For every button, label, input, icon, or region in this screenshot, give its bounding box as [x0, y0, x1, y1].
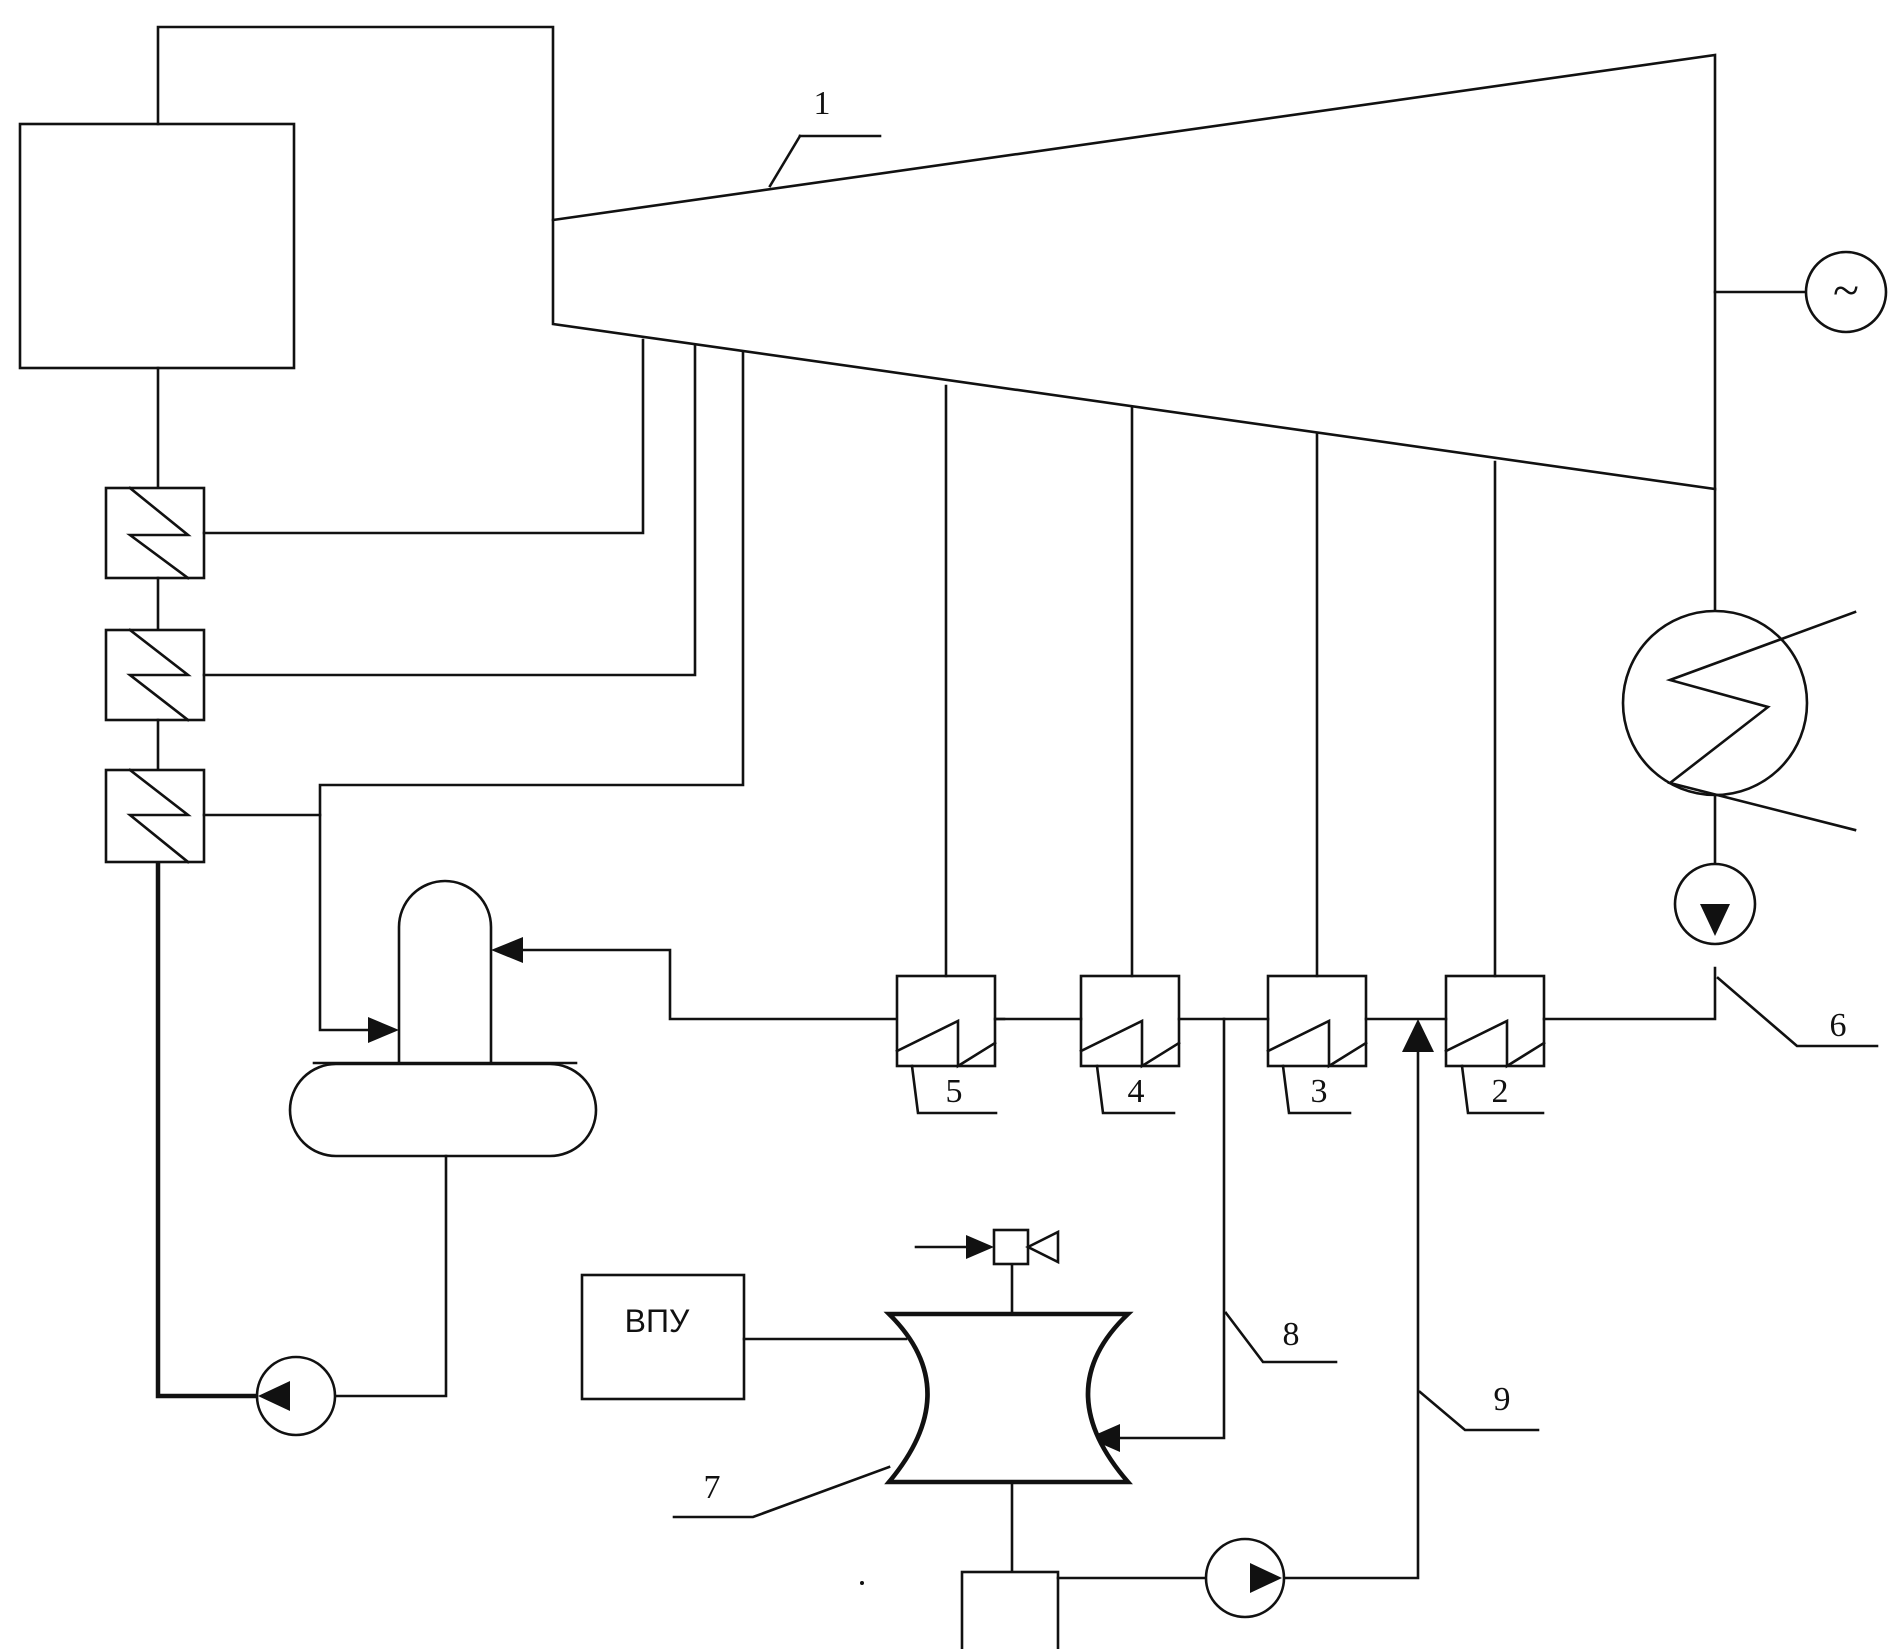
- hp-heater-top: [106, 488, 204, 578]
- treatment-tank: [889, 1314, 1128, 1482]
- condensate-line-pump-2: [1544, 968, 1715, 1019]
- feed-pump-discharge: [158, 862, 256, 1396]
- line-9: [1279, 1052, 1418, 1578]
- line-8-leader: [1226, 1313, 1336, 1362]
- label-heater-3: 3: [1311, 1073, 1328, 1110]
- lp-heater-4: [1081, 976, 1179, 1066]
- boiler: [20, 124, 294, 368]
- label-line-8: 8: [1283, 1316, 1300, 1353]
- feed-pump-suction: [335, 1156, 446, 1396]
- label-turbine: 1: [814, 85, 831, 122]
- deaerator-inlet-arrow: [491, 937, 523, 963]
- turbine-label-leader: [770, 136, 800, 186]
- deaerator-column: [399, 881, 491, 1063]
- label-treatment-tank: 7: [704, 1469, 721, 1506]
- label-condensate-pump: 6: [1830, 1007, 1847, 1044]
- pump-6-leader: [1718, 978, 1877, 1046]
- lp-heater-2: [1446, 976, 1544, 1066]
- deaerator-steam-line: [320, 352, 743, 1030]
- tank-valve-box: [994, 1230, 1028, 1264]
- turbine: [553, 55, 1715, 489]
- tank-vent-nozzle: [1028, 1232, 1058, 1262]
- makeup-storage-box: [962, 1572, 1058, 1649]
- speck: [860, 1581, 864, 1585]
- label-wtp: ВПУ: [625, 1303, 690, 1339]
- lp-heater-3: [1268, 976, 1366, 1066]
- deaerator-steam-arrow: [368, 1017, 399, 1043]
- label-heater-4: 4: [1128, 1073, 1145, 1110]
- label-line-9: 9: [1494, 1381, 1511, 1418]
- lp-heater-5: [897, 976, 995, 1066]
- generator-symbol: ~: [1833, 264, 1859, 317]
- label-heater-5: 5: [946, 1073, 963, 1110]
- tank-valve-inlet-arrow: [966, 1235, 994, 1259]
- hp-bleed-line-2: [204, 346, 695, 675]
- deaerator-tank: [290, 1064, 596, 1156]
- line-9-arrow: [1402, 1019, 1434, 1052]
- hp-heater-middle: [106, 630, 204, 720]
- line-9-leader: [1420, 1392, 1538, 1430]
- hp-heater-bottom: [106, 770, 204, 862]
- label-heater-2: 2: [1492, 1073, 1509, 1110]
